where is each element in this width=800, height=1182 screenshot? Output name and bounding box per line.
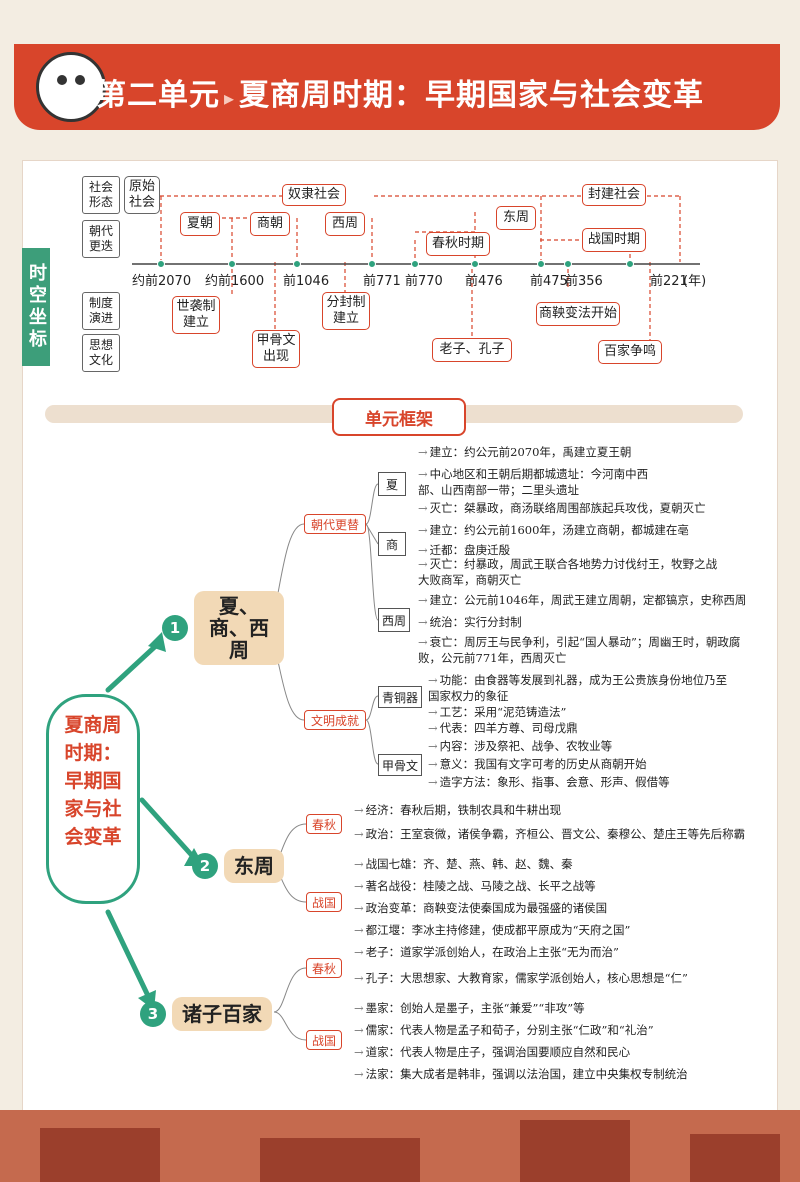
sub-shang: 商 [378,532,406,556]
period-zhanguo: 战国时期 [582,228,646,252]
leaf: 代表：四羊方尊、司母戊鼎 [428,720,578,736]
event-laozi-kongzi: 老子、孔子 [432,338,512,362]
sub-xia: 夏 [378,472,406,496]
leaf: 战国七雄：齐、楚、燕、韩、赵、魏、秦 [354,856,573,872]
timeline-lines [132,186,700,340]
event-shangyang: 商鞅变法开始 [536,302,620,326]
bottom-illustration [0,1110,800,1182]
leaf: 灭亡：桀暴政，商汤联络周围部族起兵攻伐，夏朝灭亡 [418,500,706,516]
timeline-side-tab: 时空坐标 [22,248,50,366]
leaf: 建立：约公元前1600年，汤建立商朝，都城建在亳 [418,522,689,538]
slave-society-box: 奴隶社会 [282,184,346,206]
category-chaodai: 朝代更替 [304,514,366,534]
row-label-system: 制度 演进 [82,292,120,330]
leaf: 工艺：采用“泥范铸造法” [428,704,567,720]
dynasty-dongzhou: 东周 [496,206,536,230]
leaf: 经济：春秋后期，铁制农具和牛耕出现 [354,802,562,818]
leaf: 都江堰：李冰主持修建，使成都平原成为“天府之国” [354,922,631,938]
tick-label: 前1046 [283,274,330,289]
framework-title: 单元框架 [332,398,466,436]
sub-xizhou: 西周 [378,608,410,632]
leaf: 意义：我国有文字可考的历史从商朝开始 [428,756,647,772]
row-label-dynasty: 朝代 更迭 [82,220,120,258]
topic-2: 2 东周 [192,846,284,886]
tick-label: 约前1600 [205,274,265,289]
page-title: 第二单元▸夏商周时期：早期国家与社会变革 [96,78,705,113]
dynasty-shang: 商朝 [250,212,290,236]
leaf: 造字方法：象形、指事、会意、形声、假借等 [428,774,670,790]
row-label-society: 社会 形态 [82,176,120,214]
axis-unit-label: (年) [683,274,707,289]
tick-label: 前221 [650,274,688,289]
category-chunqiu: 春秋 [306,814,342,834]
category-zhanguo: 战国 [306,892,342,912]
dynasty-xizhou: 西周 [325,212,365,236]
leaf: 统治：实行分封制 [418,614,522,630]
topic-title: 诸子百家 [172,997,272,1031]
leaf: 墨家：创始人是墨子，主张“兼爱”“非攻”等 [354,1000,585,1016]
leaf: 灭亡：纣暴政，周武王联合各地势力讨伐纣王，牧野之战大败商军，商朝灭亡 [418,556,718,588]
tick-label: 前770 [405,274,443,289]
event-fenfeng: 分封制 建立 [322,292,370,330]
leaf: 道家：代表人物是庄子，强调治国要顺应自然和民心 [354,1044,631,1060]
primitive-society-box: 原始 社会 [124,176,160,214]
topic-number: 3 [140,1001,166,1027]
tick-label: 前771 [363,274,401,289]
leaf: 建立：约公元前2070年，禹建立夏王朝 [418,444,632,460]
leaf: 儒家：代表人物是孟子和荀子，分别主张“仁政”和“礼治” [354,1022,654,1038]
topic-title: 东周 [224,849,284,883]
tick-label: 前475 [530,274,568,289]
leaf: 衰亡：周厉王与民争利，引起“国人暴动”；周幽王时，朝政腐败，公元前771年，西周… [418,634,748,666]
feudal-society-box: 封建社会 [582,184,646,206]
event-shixi: 世袭制 建立 [172,296,220,334]
leaf: 迁都：盘庚迁殷 [418,542,511,558]
category-wenming: 文明成就 [304,710,366,730]
leaf: 功能：由食器等发展到礼器，成为王公贵族身份地位乃至国家权力的象征 [428,672,728,704]
topic-number: 2 [192,853,218,879]
period-chunqiu: 春秋时期 [426,232,490,256]
tick-label: 前476 [465,274,503,289]
event-jiaguwen: 甲骨文 出现 [252,330,300,368]
sub-qingtong: 青铜器 [378,686,422,708]
topic-title: 夏、商、西周 [194,591,284,665]
mascot-icon [36,52,106,122]
topic-1: 1 夏、商、西周 [162,591,284,665]
leaf: 老子：道家学派创始人，在政治上主张“无为而治” [354,944,619,960]
sub-jiagu: 甲骨文 [378,754,422,776]
category-zhanguo-zhuzi: 战国 [306,1030,342,1050]
leaf: 建立：公元前1046年，周武王建立周朝，定都镐京，史称西周 [418,592,747,608]
category-chunqiu-zhuzi: 春秋 [306,958,342,978]
tick-label: 约前2070 [132,274,192,289]
dynasty-xia: 夏朝 [180,212,220,236]
topic-number: 1 [162,615,188,641]
leaf: 政治变革：商鞅变法使秦国成为最强盛的诸侯国 [354,900,608,916]
topic-3: 3 诸子百家 [140,994,272,1034]
leaf: 法家：集大成者是韩非，强调以法治国，建立中央集权专制统治 [354,1066,688,1082]
tick-label: 前356 [565,274,603,289]
leaf: 著名战役：桂陵之战、马陵之战、长平之战等 [354,878,596,894]
header-banner [14,44,780,130]
event-baijia: 百家争鸣 [598,340,662,364]
leaf: 中心地区和王朝后期都城遗址：今河南中西部、山西南部一带；二里头遗址 [418,466,668,498]
row-label-thought: 思想 文化 [82,334,120,372]
leaf: 政治：王室衰微，诸侯争霸，齐桓公、晋文公、秦穆公、楚庄王等先后称霸 [354,826,746,842]
leaf: 内容：涉及祭祀、战争、农牧业等 [428,738,613,754]
mindmap-root: 夏商周时期：早期国家与社会变革 [46,694,140,904]
leaf: 孔子：大思想家、大教育家，儒家学派创始人，核心思想是“仁” [354,970,688,986]
